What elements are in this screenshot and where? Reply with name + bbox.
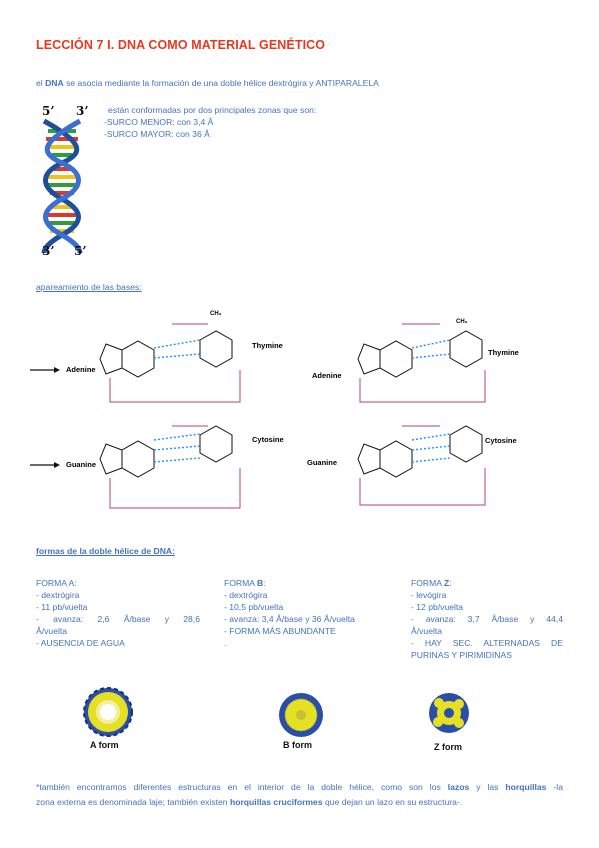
forms-heading: formas de la doble hélice de DNA: xyxy=(36,546,175,556)
b-form-caption: B form xyxy=(283,740,312,750)
at-pair-right xyxy=(357,323,486,403)
z-form-icon xyxy=(429,693,469,733)
helix-label-5-top: 5’ xyxy=(42,104,55,118)
footer-paragraph: *también encontramos diferentes estructu… xyxy=(36,782,563,807)
form-b-title: FORMA B: xyxy=(224,578,266,588)
intro-text: el DNA se asocia mediante la formación d… xyxy=(36,78,379,88)
gc-pair-right xyxy=(357,425,486,506)
label-cytosine-left: Cytosine xyxy=(252,435,284,444)
at-pair-left xyxy=(30,323,241,403)
helix-label-5-bottom: 5’ xyxy=(74,244,87,258)
a-form-icon xyxy=(83,687,133,737)
label-ch3-left: CH₃ xyxy=(210,311,222,317)
z-form-caption: Z form xyxy=(434,742,462,752)
form-b-column: FORMA B: - dextrógira - 10,5 pb/vuelta -… xyxy=(224,577,394,649)
form-a-title: FORMA A: xyxy=(36,578,77,588)
pairing-heading: apareamiento de las bases: xyxy=(36,282,142,292)
form-z-column: FORMA Z: - levógira - 12 pb/vuelta - ava… xyxy=(411,578,563,660)
intro-dna-term: DNA xyxy=(45,78,64,88)
page-title: LECCIÓN 7 I. DNA COMO MATERIAL GENÉTICO xyxy=(36,38,326,52)
label-guanine-right: Guanine xyxy=(307,458,337,467)
label-thymine-right: Thymine xyxy=(488,348,519,357)
dna-helix-illustration: 5’ 3’ 3’ 5’ xyxy=(34,103,100,261)
label-thymine-left: Thymine xyxy=(252,341,283,350)
label-guanine-left: Guanine xyxy=(66,460,96,469)
label-adenine-right: Adenine xyxy=(312,371,342,380)
a-form-caption: A form xyxy=(90,740,119,750)
gc-pair-left xyxy=(30,425,241,509)
dna-helix-icon xyxy=(41,118,83,254)
base-pairing-diagram: Adenine Thymine CH₃ Guanine Cytosine Ade… xyxy=(30,311,519,509)
label-ch3-right: CH₃ xyxy=(456,319,468,325)
label-adenine-left: Adenine xyxy=(66,365,96,374)
form-a-column: FORMA A: - dextrógira - 11 pb/vuelta - a… xyxy=(36,578,200,648)
grooves-text: están conformadas por dos principales zo… xyxy=(104,105,317,139)
helix-label-3-top: 3’ xyxy=(76,104,89,118)
b-form-icon xyxy=(279,693,323,737)
form-z-title: FORMA Z: xyxy=(411,578,452,588)
helix-label-3-bottom: 3’ xyxy=(42,244,55,258)
label-cytosine-right: Cytosine xyxy=(485,436,517,445)
